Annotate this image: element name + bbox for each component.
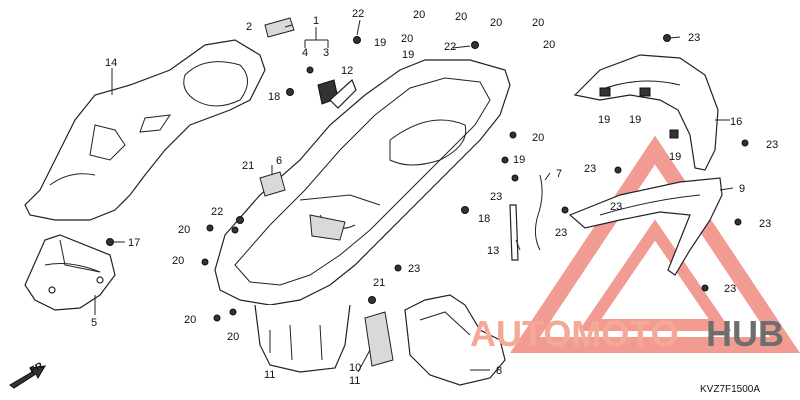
callout-23-h: 23 xyxy=(724,283,736,295)
watermark-word-b: HUB xyxy=(706,313,784,354)
callout-23-i: 23 xyxy=(610,201,622,213)
part-7-wire xyxy=(534,174,543,251)
part-11-luggage-box xyxy=(214,59,511,373)
callout-18-b: 18 xyxy=(478,213,490,225)
callout-16: 16 xyxy=(730,116,742,128)
part-10-pad xyxy=(364,311,394,367)
callout-20-b: 20 xyxy=(455,11,467,23)
part-2-clip xyxy=(264,17,295,38)
callout-23-e: 23 xyxy=(555,227,567,239)
callout-23-b: 23 xyxy=(584,163,596,175)
callout-20-e: 20 xyxy=(401,33,413,45)
callout-20-j: 20 xyxy=(184,314,196,326)
callout-6: 6 xyxy=(276,155,282,167)
callout-14: 14 xyxy=(105,57,117,69)
watermark-triangle xyxy=(510,135,800,353)
callout-4: 4 xyxy=(302,47,308,59)
front-direction-arrow: FR. xyxy=(9,359,48,389)
callout-19-f: 19 xyxy=(669,151,681,163)
callout-19-e: 19 xyxy=(629,114,641,126)
callout-23-g: 23 xyxy=(408,263,420,275)
callout-22-a: 22 xyxy=(352,8,364,20)
callout-19-b: 19 xyxy=(402,49,414,61)
part-5-lower-guard xyxy=(24,234,116,311)
callout-13: 13 xyxy=(487,245,499,257)
callout-22-c: 22 xyxy=(211,206,223,218)
watermark-word-a: AUTOMOTO xyxy=(470,313,679,354)
part-12-bracket xyxy=(329,78,357,109)
part-16-rear-cowl xyxy=(573,54,719,171)
callout-11-a: 11 xyxy=(264,369,275,381)
callout-23-c: 23 xyxy=(490,191,502,203)
callout-23-a: 23 xyxy=(688,32,700,44)
callout-11-b: 11 xyxy=(349,375,360,387)
part-8-lower-cover xyxy=(404,294,506,386)
callout-7: 7 xyxy=(556,168,562,180)
direction-label: FR. xyxy=(28,359,48,376)
callout-10: 10 xyxy=(349,362,361,374)
callout-12: 12 xyxy=(341,65,353,77)
callout-20-k: 20 xyxy=(227,331,239,343)
part-14-seat-liner xyxy=(24,39,266,221)
callout-21-a: 21 xyxy=(242,160,254,172)
callout-17: 17 xyxy=(128,237,140,249)
callout-19-d: 19 xyxy=(598,114,610,126)
callout-20-f: 20 xyxy=(543,39,555,51)
callout-18-a: 18 xyxy=(268,91,280,103)
callout-9: 9 xyxy=(739,183,745,195)
callout-20-g: 20 xyxy=(532,132,544,144)
callout-20-c: 20 xyxy=(490,17,502,29)
callout-20-a: 20 xyxy=(413,9,425,21)
part-4-screw xyxy=(306,66,314,74)
callout-1: 1 xyxy=(313,15,319,27)
callout-labels: 1 2 3 4 5 6 7 8 9 10 11 11 12 13 14 16 1… xyxy=(91,8,778,387)
callout-20-d: 20 xyxy=(532,17,544,29)
callout-5: 5 xyxy=(91,317,97,329)
callout-3: 3 xyxy=(323,47,329,59)
callout-22-b: 22 xyxy=(444,41,456,53)
callout-8: 8 xyxy=(496,365,502,377)
part-13-rod xyxy=(509,204,519,261)
watermark-logo: AUTOMOTO HUB xyxy=(470,313,784,354)
callout-20-i: 20 xyxy=(172,255,184,267)
part-9-mudguard xyxy=(568,177,723,276)
callout-23-d: 23 xyxy=(766,139,778,151)
callout-2: 2 xyxy=(246,21,252,33)
fastener-set xyxy=(106,34,749,322)
diagram-code: KVZ7F1500A xyxy=(700,384,760,395)
callout-19-a: 19 xyxy=(374,37,386,49)
callout-23-f: 23 xyxy=(759,218,771,230)
leader-lines xyxy=(94,19,734,373)
callout-21-b: 21 xyxy=(373,277,385,289)
part-6-cover xyxy=(259,171,286,197)
callout-20-h: 20 xyxy=(178,224,190,236)
callout-19-c: 19 xyxy=(513,154,525,166)
